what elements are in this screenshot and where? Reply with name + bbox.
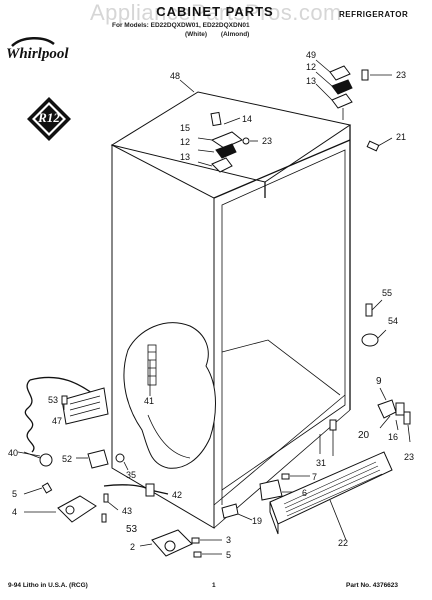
callout-4: 4 [12,507,17,517]
callout-55: 55 [382,288,392,298]
leader-lines [17,79,195,457]
r12-badge-text: R12 [38,110,60,125]
callout-43: 43 [122,506,132,516]
bottom-parts [139,434,321,558]
callout-23: 23 [396,70,406,80]
callout-42: 42 [172,490,182,500]
callout-41: 41 [144,396,154,406]
callout-54: 54 [388,316,398,326]
callout-22: 22 [338,538,348,548]
callout-20: 20 [358,430,370,441]
callout-23b: 23 [262,136,272,146]
callout-5: 5 [12,489,17,499]
callout-47: 47 [52,416,62,426]
page-title: CABINET PARTS [156,4,274,19]
callout-15: 15 [180,123,190,133]
r12-badge: R12 [26,96,72,142]
callout-5b: 5 [226,550,231,560]
r12-badge-icon [27,97,71,141]
toe-grille [269,451,393,541]
appliance-category: REFRIGERATOR [339,10,409,19]
footer-page-number: 1 [212,582,216,589]
brand-logo [4,30,64,70]
watermark: AppliancePartsPros.com [90,0,342,25]
footer-part-number: Part No. 4376623 [346,582,399,589]
callout-48: 48 [170,71,180,81]
cabinet-shell [110,91,352,529]
callout-40: 40 [8,448,18,458]
callout-labels: 48 49 12 13 23 14 15 12 23 13 21 55 54 4… [8,50,414,560]
callout-13: 13 [306,76,316,86]
footer-print-info: 9-94 Litho in U.S.A. (RCG) [8,582,88,589]
callout-6: 6 [302,488,307,498]
callout-23c: 23 [404,452,414,462]
callout-31: 31 [316,458,326,468]
left-side-parts [23,376,169,523]
brand-name: Whirlpool [6,46,69,62]
callout-12b: 12 [180,137,190,147]
model-numbers: For Models: ED22DQXDW01, ED22DQXDN01 [112,22,250,29]
callout-52: 52 [62,454,72,464]
callout-21: 21 [396,132,406,142]
callout-12: 12 [306,62,316,72]
callout-3: 3 [226,535,231,545]
callout-14: 14 [242,114,252,124]
callout-13b: 13 [180,152,190,162]
brand-swoosh-icon [11,37,55,47]
callout-7: 7 [312,472,317,482]
callout-35: 35 [126,470,136,480]
left-hinge-assembly [197,111,258,173]
callout-49: 49 [306,50,316,60]
right-hinge-assembly [315,59,393,152]
callout-9: 9 [376,376,382,387]
color-variants: (White) (Almond) [185,31,250,38]
callout-19: 19 [252,516,262,526]
callout-53b: 53 [126,524,138,535]
callout-53: 53 [48,395,58,405]
callout-16: 16 [388,432,398,442]
right-side-parts [329,299,411,456]
callout-2: 2 [130,542,135,552]
